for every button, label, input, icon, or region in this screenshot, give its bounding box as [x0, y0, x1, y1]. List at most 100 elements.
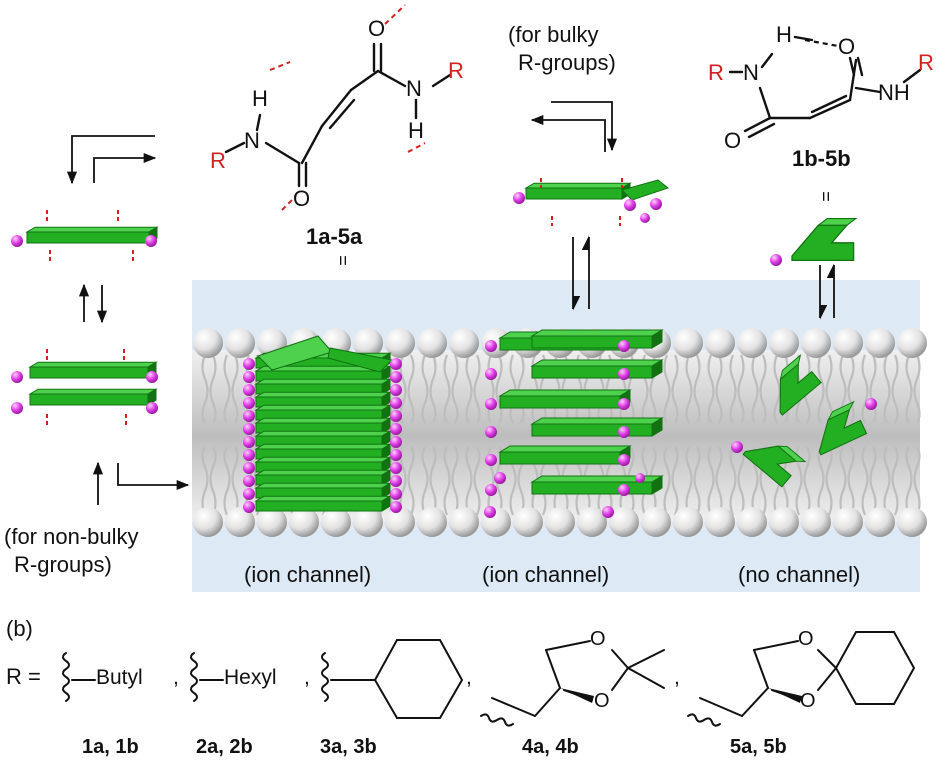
lipid-head — [193, 328, 223, 358]
lipid-tail — [715, 354, 723, 424]
lipid-head — [289, 507, 319, 537]
tape-front — [531, 335, 653, 349]
lipid-tail — [693, 354, 701, 424]
lipid-tail — [817, 354, 825, 424]
tape-top — [28, 361, 158, 368]
tape-front — [531, 423, 653, 437]
atom-r-left: R — [210, 148, 226, 173]
tape-side — [147, 388, 157, 406]
tape-top — [254, 391, 392, 398]
equals-trans: = — [332, 255, 353, 266]
note-nonbulky-line1: (for non-bulky — [4, 524, 139, 549]
lipid-tail — [707, 446, 715, 516]
tape-side — [651, 417, 663, 437]
tape-side — [381, 404, 391, 421]
tape-top — [254, 482, 392, 489]
lipid-tail — [443, 354, 451, 424]
lipid-head — [385, 507, 415, 537]
cis-diamide-structure — [728, 35, 922, 139]
bead — [243, 462, 255, 474]
lipid-head — [417, 507, 447, 537]
lipid-tail — [693, 446, 701, 516]
bead — [390, 475, 402, 487]
lipid-tail — [839, 446, 847, 516]
tape-front — [29, 366, 149, 379]
cis-monomer — [791, 218, 858, 262]
tape — [530, 329, 664, 349]
lipid-head — [673, 328, 703, 358]
lipid-tail — [495, 354, 503, 424]
pink-beads — [11, 192, 877, 518]
tape-top — [254, 404, 392, 411]
separator-3: , — [466, 666, 472, 689]
bead — [618, 454, 630, 466]
lipid-tail — [729, 354, 737, 424]
tape — [25, 226, 159, 244]
lipid-tail — [663, 354, 671, 424]
lipid-tail — [861, 354, 869, 424]
channel-cap-right — [327, 347, 394, 373]
compound-label-trans: 1a-5a — [306, 224, 363, 249]
lipid-tail — [487, 354, 495, 424]
compound-label-5: 5a, 5b — [730, 736, 787, 758]
bead — [11, 402, 23, 414]
bead — [390, 488, 402, 500]
lipid-tail — [231, 446, 239, 516]
dioxolane-o-bottom-5: O — [800, 690, 816, 712]
bead — [243, 475, 255, 487]
lipid-tail — [707, 354, 715, 424]
bead — [243, 501, 255, 513]
lipid-head — [353, 507, 383, 537]
bead — [865, 398, 877, 410]
lipid-tail — [883, 354, 891, 424]
caption-right-channel: (no channel) — [738, 562, 861, 587]
lipid-tail — [737, 446, 745, 516]
bead — [390, 371, 402, 383]
cis-hbond — [804, 38, 839, 48]
trans-hbond-marks — [269, 4, 426, 211]
caption-left-channel: (ion channel) — [244, 562, 372, 587]
tape-side — [381, 417, 391, 434]
tape-side — [381, 430, 391, 447]
bead — [390, 436, 402, 448]
bead — [485, 484, 497, 496]
lipid-head — [225, 507, 255, 537]
lipid-tail — [465, 354, 473, 424]
tape — [254, 456, 392, 473]
lipid-tail — [869, 446, 877, 516]
lipid-tail — [223, 446, 231, 516]
cis-body — [791, 224, 855, 262]
note-bulky-line2: R-groups) — [518, 50, 616, 75]
atom-o-bottom-cis: O — [724, 128, 742, 153]
lipid-head — [385, 328, 415, 358]
bead — [390, 410, 402, 422]
lipid-tail — [429, 354, 437, 424]
lipid-tail — [443, 446, 451, 516]
lipid-tail — [817, 446, 825, 516]
tape-top — [498, 445, 632, 453]
cis-top — [827, 400, 855, 421]
lipid-head — [737, 507, 767, 537]
bead — [11, 371, 23, 383]
lipid-head — [865, 328, 895, 358]
bead — [243, 436, 255, 448]
atom-nh-cis: NH — [878, 80, 910, 105]
tape-top — [28, 388, 158, 395]
lipid-head — [833, 328, 863, 358]
lipid-tail — [825, 446, 833, 516]
tape-top — [530, 359, 664, 367]
bead — [390, 384, 402, 396]
tape-front — [531, 481, 653, 495]
bead — [494, 472, 506, 484]
tape-side — [651, 359, 663, 379]
cis-monomer — [779, 354, 822, 416]
bead — [243, 423, 255, 435]
bead — [243, 410, 255, 422]
lipid-head — [353, 328, 383, 358]
atom-h-left: H — [252, 86, 268, 111]
lipid-tail — [759, 354, 767, 424]
tape-front — [26, 231, 150, 244]
tape — [254, 417, 392, 434]
lipid-tail — [905, 446, 913, 516]
